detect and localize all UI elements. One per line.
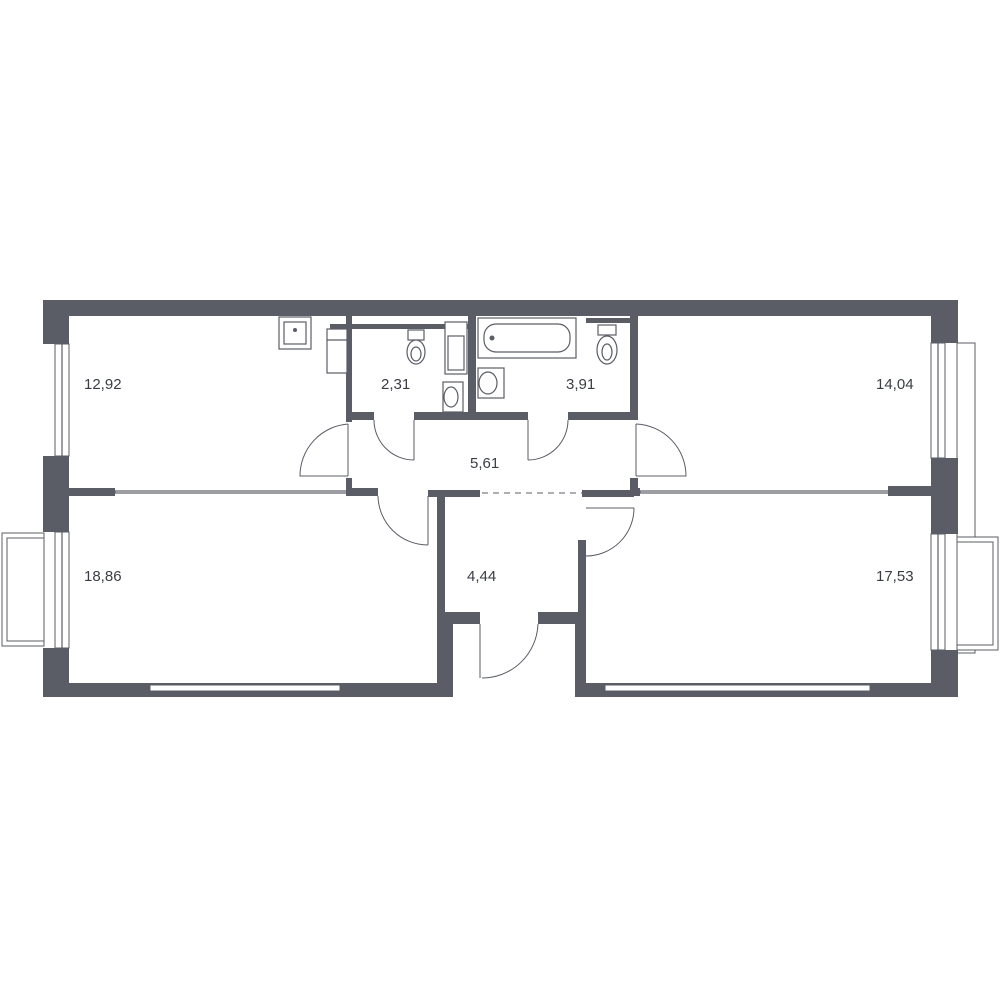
window-bottom-right [604,684,871,692]
toilet-icon-large [596,324,618,365]
exterior-walls [43,300,958,697]
bathtub-icon [477,317,577,359]
window-bottom-left [149,684,341,692]
sink-icon-small [442,381,464,413]
window-right-bottom [930,533,946,651]
sink-icon-large [477,367,505,399]
door-entrance[interactable] [479,623,539,679]
room-label-entrance-hall: 4,44 [467,568,496,585]
room-label-bedroom-top-left: 12,92 [84,376,122,393]
window-left-top [54,343,70,457]
room-label-corridor: 5,61 [470,455,499,472]
room-label-bathroom-small: 2,31 [381,376,410,393]
interior-walls [69,316,931,694]
balcony-left [1,532,45,647]
washing-machine-icon [326,328,348,374]
stove-icon [278,316,312,350]
door-bathroom-small[interactable] [373,419,415,461]
window-right-top [930,342,946,459]
door-bedroom-top-right[interactable] [635,423,687,477]
door-bedroom-bottom-left[interactable] [377,495,429,546]
room-label-bedroom-top-right: 14,04 [876,376,914,393]
door-living-bottom-right[interactable] [585,507,635,557]
door-bedroom-top-left[interactable] [299,423,349,477]
balcony-right [956,342,999,654]
toilet-icon-small [406,329,426,365]
room-label-bedroom-bottom-left: 18,86 [84,568,122,585]
shower-tray-icon [444,321,468,375]
window-left-bottom [54,531,70,649]
room-label-bathroom-large: 3,91 [566,376,595,393]
door-bathroom-large[interactable] [527,419,569,461]
room-label-living-bottom-right: 17,53 [876,568,914,585]
